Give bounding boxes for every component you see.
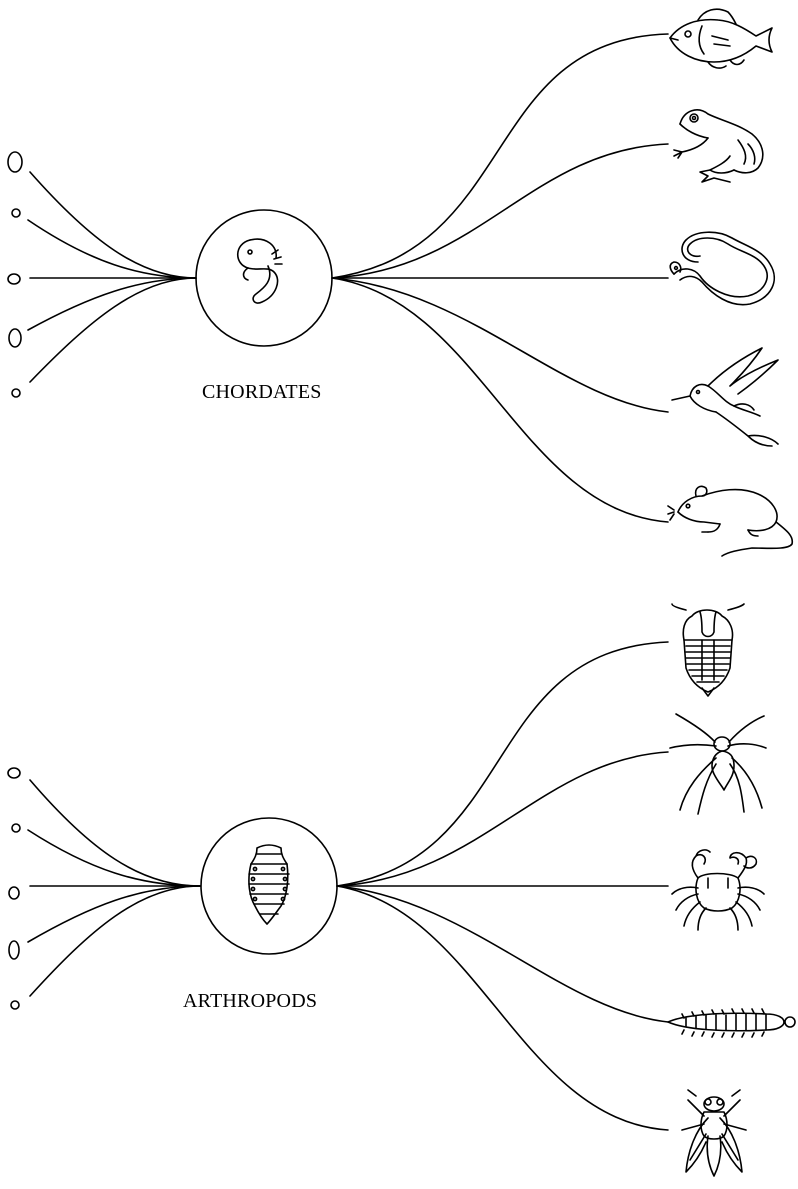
chordates-group — [8, 9, 792, 556]
egg-icon — [8, 274, 20, 284]
trilobite-icon — [672, 604, 744, 696]
egg-icon — [12, 389, 20, 397]
branch-line — [337, 752, 668, 886]
branch-line — [337, 886, 668, 1022]
chordates-descendant-branches — [332, 34, 668, 522]
branch-line — [30, 172, 196, 278]
crab-icon — [672, 850, 764, 930]
branch-line — [332, 278, 668, 412]
arthropods-group — [8, 604, 795, 1176]
branch-line — [332, 144, 668, 278]
snake-icon — [670, 232, 774, 304]
branch-line — [332, 278, 668, 522]
branch-line — [28, 886, 200, 942]
branch-line — [337, 642, 668, 886]
rat-icon — [668, 486, 792, 556]
egg-icon — [8, 768, 20, 778]
fish-icon — [670, 9, 772, 68]
arthropods-eggs — [8, 768, 20, 1009]
branch-line — [30, 886, 200, 996]
branch-line — [337, 886, 668, 1130]
egg-icon — [9, 887, 19, 899]
fly-icon — [682, 1090, 746, 1176]
spider-icon — [670, 714, 766, 814]
branch-line — [30, 780, 200, 886]
egg-icon — [11, 1001, 19, 1009]
arthropods-node — [201, 818, 337, 954]
egg-icon — [12, 824, 20, 832]
egg-icon — [8, 152, 22, 172]
egg-icon — [12, 209, 20, 217]
egg-icon — [9, 329, 21, 347]
frog-icon — [674, 110, 763, 182]
branch-line — [30, 278, 196, 382]
branch-line — [28, 278, 196, 330]
egg-icon — [9, 941, 19, 959]
chordates-node — [196, 210, 332, 346]
arthropods-ancestor-branches — [28, 780, 200, 996]
bird-icon — [672, 348, 778, 446]
arthropods-descendant-branches — [337, 642, 668, 1130]
centipede-icon — [668, 1009, 795, 1037]
larva-icon — [249, 845, 289, 924]
branch-line — [332, 34, 668, 278]
arthropods-label: ARTHROPODS — [183, 990, 318, 1012]
chordates-eggs — [8, 152, 22, 397]
embryo-icon — [238, 239, 282, 303]
chordates-label: CHORDATES — [202, 381, 322, 403]
chordates-ancestor-branches — [28, 172, 196, 382]
